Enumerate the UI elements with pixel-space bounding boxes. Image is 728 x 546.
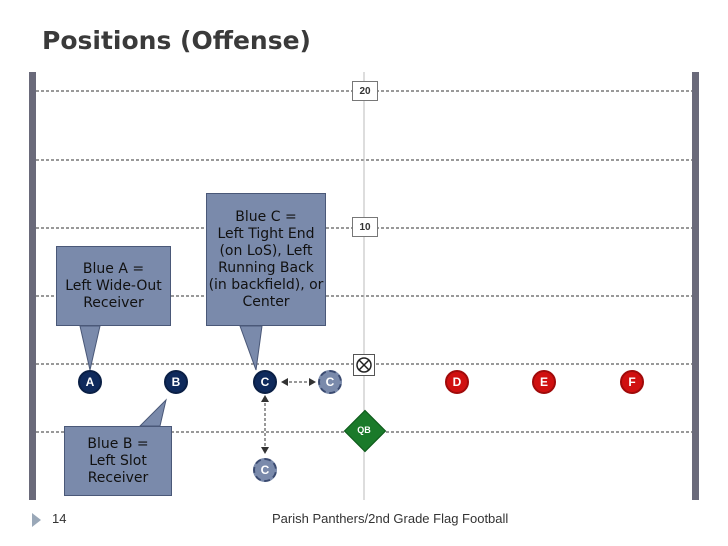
yard-marker-10: 10 <box>352 217 378 237</box>
player-red-e: E <box>532 370 556 394</box>
callout-b-pointer <box>138 398 167 427</box>
player-red-f: F <box>620 370 644 394</box>
footer-bullet-icon <box>32 513 41 527</box>
right-sideline <box>692 72 699 500</box>
left-sideline <box>29 72 36 500</box>
callout-blue-c: Blue C = Left Tight End (on LoS), Left R… <box>206 193 326 326</box>
callout-a-pointer <box>79 325 101 371</box>
callout-blue-a: Blue A = Left Wide-Out Receiver <box>56 246 171 326</box>
quarterback: QB <box>343 409 387 453</box>
footer-text: Parish Panthers/2nd Grade Flag Football <box>272 511 509 526</box>
player-blue-a: A <box>78 370 102 394</box>
callout-blue-b: Blue B = Left Slot Receiver <box>64 426 172 496</box>
player-blue-c: C <box>253 370 277 394</box>
player-blue-c-center-position: C <box>318 370 342 394</box>
arrow-head-up <box>261 395 269 402</box>
page-number: 14 <box>52 511 67 526</box>
player-blue-c-backfield-position: C <box>253 458 277 482</box>
arrow-head-right <box>309 378 316 386</box>
arrow-head-left <box>281 378 288 386</box>
callout-c-pointer <box>239 325 263 371</box>
ball-icon <box>353 354 375 376</box>
arrow-head-down <box>261 447 269 454</box>
yard-marker-20: 20 <box>352 81 378 101</box>
player-red-d: D <box>445 370 469 394</box>
slide-title: Positions (Offense) <box>42 26 311 55</box>
player-blue-b: B <box>164 370 188 394</box>
